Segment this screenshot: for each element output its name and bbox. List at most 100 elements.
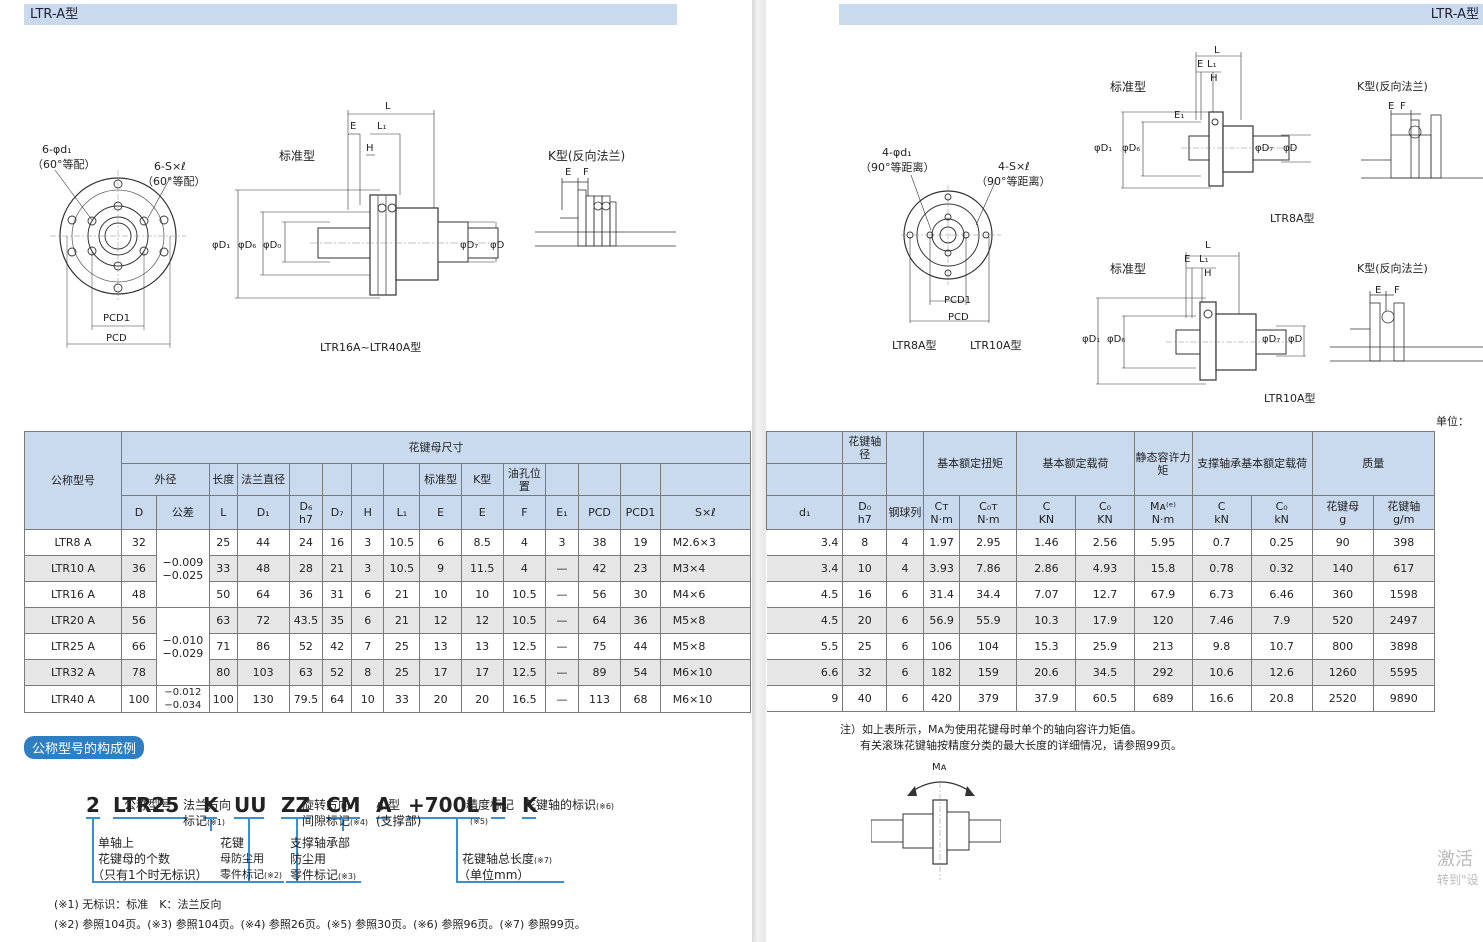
cell-bearing-C: 6.73 — [1191, 581, 1252, 608]
note-max-length: 有关滚珠花键轴按精度分类的最大长度的详细情况，请参照99页。 — [860, 739, 1182, 752]
code-part-flange: K — [203, 793, 219, 817]
cell-E1: — — [545, 581, 579, 608]
th-MA-label: Mᴀ⁽ᵉ⁾ — [1150, 499, 1177, 513]
cell-D1: 86 — [236, 633, 290, 660]
cell-L: 33 — [208, 555, 238, 582]
th-shaft-diameter: 花键轴径 — [842, 431, 888, 464]
exp-bearing-1: 支撑轴承部 — [290, 836, 351, 850]
exp-total-length-2: （单位mm） — [458, 868, 530, 882]
cell-model: LTR10 A — [23, 555, 123, 582]
left-catalog-page: LTR-A型 6-φd₁ （60°等配） — [23, 4, 752, 931]
cell-F: 12.5 — [502, 633, 547, 660]
cell-H: 3 — [351, 555, 385, 582]
cell-bearing-C0: 7.9 — [1250, 607, 1313, 634]
th-D6-tol: h7 — [298, 512, 313, 526]
ltr8a-k-type-view — [1361, 100, 1483, 180]
exp-flange-2-text: 标记 — [183, 814, 208, 828]
th-nut-mass-label: 花键母 — [1326, 499, 1360, 513]
ltr8a-dim-D: φD — [1283, 143, 1298, 154]
cell-MA: 689 — [1133, 685, 1193, 712]
cell-shaft-mass: 2497 — [1372, 607, 1435, 634]
cell-nut-mass: 90 — [1311, 529, 1374, 556]
cell-E1: — — [545, 685, 579, 713]
exp-total-length-1: 花键轴总长度(※7) — [462, 851, 552, 869]
cell-tolerance: −0.009−0.025 — [155, 529, 210, 608]
cell-bearing-C: 0.7 — [1191, 529, 1252, 556]
cell-F: 4 — [502, 555, 547, 582]
cell-L1: 10.5 — [383, 529, 421, 556]
cell-d1: 6.6 — [766, 659, 844, 686]
note-ma: 注）如上表所示，Mᴀ为使用花键母时单个的轴向容许力矩值。 — [840, 723, 1142, 736]
th-mass: 质量 — [1311, 431, 1435, 496]
watermark-line-2: 转到"设 — [1437, 873, 1479, 887]
exp-flange-2: 标记(※1) — [183, 813, 225, 831]
th-L1: L₁ — [383, 495, 421, 530]
exp-seal-3-text: 零件标记 — [220, 868, 264, 881]
ltr8a-k-type-title: K型(反向法兰) — [1357, 80, 1428, 93]
nut-side-view — [210, 100, 510, 310]
cell-S: M2.6×3 — [659, 529, 752, 556]
cell-d1: 3.4 — [766, 555, 844, 582]
th-tolerance: 公差 — [155, 495, 210, 530]
cell-E-k: 11.5 — [460, 555, 504, 582]
tol-upper: −0.010 — [162, 633, 204, 647]
cell-CT: 3.93 — [922, 555, 961, 582]
cell-E: 17 — [419, 659, 462, 686]
cell-C: 37.9 — [1016, 685, 1077, 712]
exp-total-ref: (※7) — [534, 856, 553, 865]
cell-MA: 120 — [1133, 607, 1193, 634]
cell-S: M3×4 — [659, 555, 752, 582]
cell-C: 10.3 — [1016, 607, 1077, 634]
tol-upper: −0.009 — [162, 555, 204, 569]
th-bearing-C-unit: kN — [1214, 512, 1229, 526]
cell-shaft-mass: 617 — [1372, 555, 1435, 582]
screw-note-right-2: （90°等距离） — [976, 175, 1051, 188]
th-C-label: C — [1042, 499, 1051, 513]
cell-L1: 33 — [383, 685, 421, 713]
th-oil-hole: 油孔位置 — [502, 463, 547, 496]
th-D0-label: D₀ — [858, 499, 872, 513]
cell-nut-mass: 140 — [1311, 555, 1374, 582]
standard-type-title: 标准型 — [279, 149, 316, 163]
cell-F: 10.5 — [502, 581, 547, 608]
exp-bearing-ref: (※3) — [338, 872, 357, 881]
ltr10a-dim-E: E — [1184, 254, 1191, 265]
footnote-2: (※2) 参照104页。(※3) 参照104页。(※4) 参照26页。(※5) … — [54, 918, 586, 931]
cell-bearing-C0: 12.6 — [1250, 659, 1313, 686]
ltr8a-k-dim-F: F — [1400, 101, 1406, 112]
cell-E-k: 8.5 — [460, 529, 504, 556]
cell-bearing-C0: 6.46 — [1250, 581, 1313, 608]
cell-E1: — — [545, 633, 579, 660]
cell-L: 50 — [208, 581, 238, 608]
cell-L: 25 — [208, 529, 238, 556]
cell-C0T: 379 — [959, 685, 1018, 712]
cell-ball-rows: 6 — [886, 607, 924, 634]
th-H: H — [351, 495, 385, 530]
cell-E-k: 12 — [460, 607, 504, 634]
ltr8a-standard-title: 标准型 — [1110, 80, 1147, 94]
cell-L1: 25 — [383, 659, 421, 686]
exp-single-2: 花键母的个数 — [98, 852, 171, 866]
cell-PCD: 38 — [577, 529, 622, 556]
ltr10a-dim-D6: φD₆ — [1107, 334, 1126, 345]
th-MA-unit: N·m — [1151, 512, 1175, 526]
th-D1: D₁ — [236, 495, 290, 530]
cell-D1: 72 — [236, 607, 290, 634]
screw-note-right-1: 4-S×ℓ — [998, 160, 1030, 173]
cell-d1: 4.5 — [766, 581, 844, 608]
cell-model: LTR25 A — [23, 633, 123, 660]
th-bearing-C0-label: C₀ — [1275, 499, 1288, 513]
cell-D0: 8 — [842, 529, 888, 556]
th-outer-diameter: 外径 — [121, 463, 210, 496]
cell-L1: 21 — [383, 581, 421, 608]
cell-outer-diameter: 78 — [121, 659, 157, 686]
cell-bearing-C: 16.6 — [1191, 685, 1252, 712]
cell-E1: — — [545, 555, 579, 582]
